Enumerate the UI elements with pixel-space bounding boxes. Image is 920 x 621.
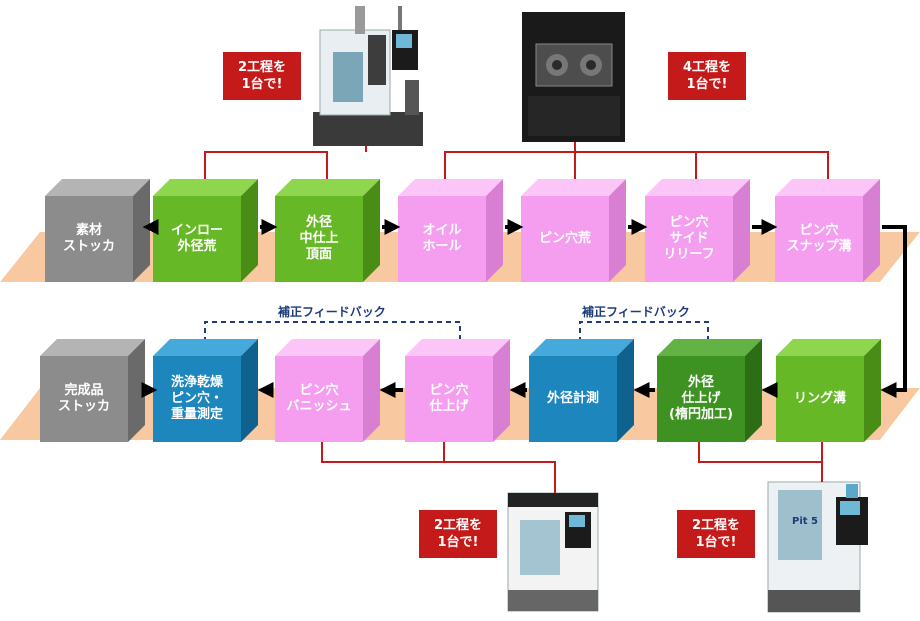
process-label-stocker-in: 素材 ストッカ [62,223,115,254]
feedback-label-0: 補正フィードバック [278,305,386,319]
process-label-stocker-out: 完成品 ストッカ [57,383,110,414]
process-box-pin-burnish [275,339,380,442]
process-label-gaikei-finish: 外径 仕上げ (楕円加工) [669,375,733,422]
badge-1: 4工程を 1台で! [668,52,746,100]
group-connectors [204,142,829,493]
process-label-inlow: インロー 外径荒 [170,223,223,254]
process-box-inlow [153,179,258,282]
machine-bottom-right-image: Pit 5 [767,481,868,613]
process-box-pin-side [645,179,750,282]
process-box-stocker-out [40,339,145,442]
process-label-gaikei-top: 外径 中仕上 頂面 [299,215,339,262]
process-label-gaikei-measure: 外径計測 [546,391,599,406]
process-label-pin-side: ピン穴 サイド リリーフ [663,215,715,262]
feedback-loops [204,321,713,351]
flow-arrow-turn [880,225,907,398]
badge-0: 2工程を 1台で! [223,52,301,100]
machine-model-label: Pit 5 [792,516,818,527]
process-box-wash [153,339,258,442]
process-box-pin-finish [405,339,510,442]
machine-bottom-center-image [507,492,599,612]
badge-3: 2工程を 1台で! [677,510,755,558]
badge-2: 2工程を 1台で! [419,510,497,558]
flow-arrows [142,219,907,398]
process-box-gaikei-measure [529,339,634,442]
process-box-stocker-in [45,179,150,282]
feedback-label-1: 補正フィードバック [582,305,690,319]
process-label-pin-snap: ピン穴 スナップ溝 [786,223,852,254]
process-box-oil-hole [398,179,503,282]
process-label-ring: リング溝 [793,391,846,406]
process-label-pin-ara: ピン穴荒 [538,231,591,246]
process-label-oil-hole: オイル ホール [422,223,462,254]
process-label-pin-finish: ピン穴 仕上げ [429,383,469,414]
process-box-pin-snap [775,179,880,282]
process-box-ring [776,339,881,442]
process-label-pin-burnish: ピン穴 バニッシュ [286,383,352,414]
process-box-gaikei-top [275,179,380,282]
machine-interior-photo [522,12,625,142]
process-box-gaikei-finish [657,339,762,442]
process-box-pin-ara [521,179,626,282]
process-label-wash: 洗浄乾燥 ピン穴・ 重量測定 [170,375,223,422]
machine-top-left-image [313,6,423,146]
